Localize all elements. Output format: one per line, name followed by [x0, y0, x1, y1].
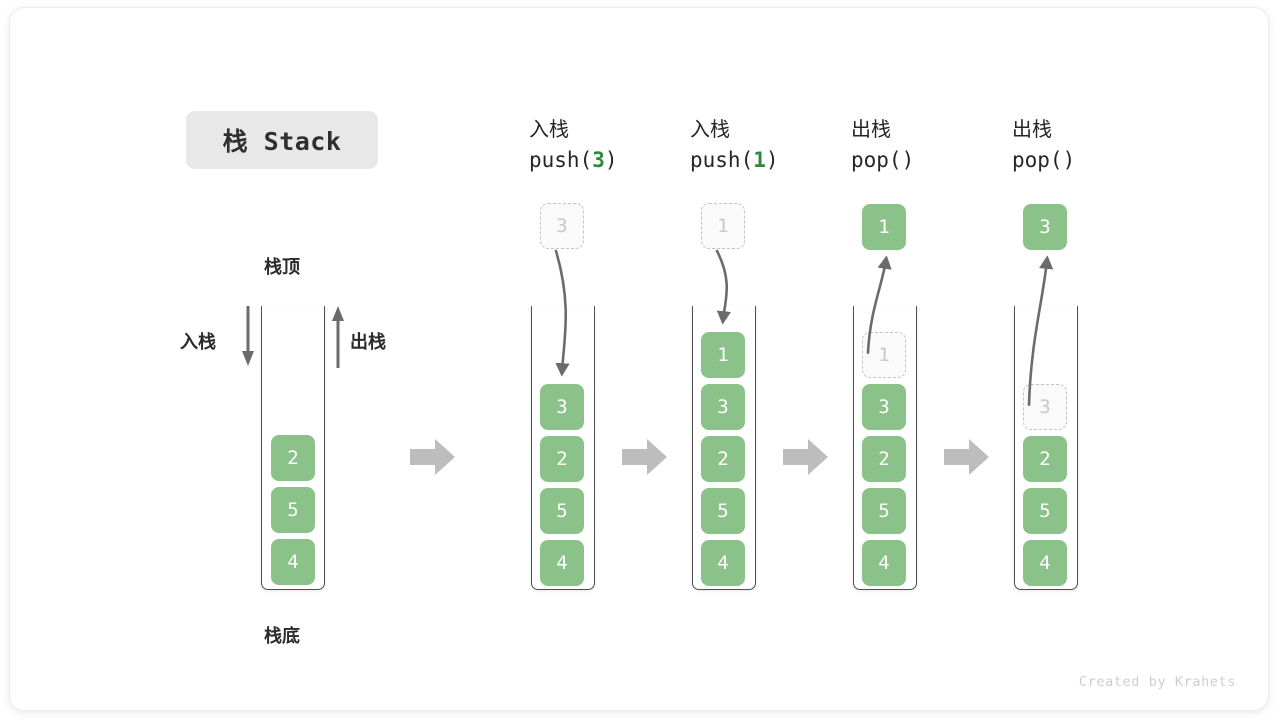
stack-cell: 2 [1023, 436, 1067, 482]
step-header-push-1: 入栈 push(1) [690, 114, 860, 176]
transition-arrow-icon-4 [944, 436, 990, 478]
pop-label: 出栈 [350, 332, 386, 353]
signature-call: pop( [1012, 148, 1063, 172]
step-header-push-3: 入栈 push(3) [529, 114, 699, 176]
stack-cell: 5 [271, 487, 315, 533]
pop-direction-arrow-icon [328, 306, 348, 368]
stack-cell-ghost: 1 [862, 332, 906, 378]
signature-call: push( [529, 148, 593, 172]
stack-cell: 5 [540, 488, 584, 534]
incoming-element: 1 [701, 203, 745, 249]
signature-close-paren: ) [765, 148, 779, 172]
step-operation-name: 入栈 [690, 117, 730, 141]
stack-cell: 4 [701, 540, 745, 586]
step-operation-signature: push(1) [690, 144, 860, 176]
stack-cell: 3 [862, 384, 906, 430]
step-operation-signature: pop() [1012, 144, 1182, 176]
step-operation-signature: pop() [851, 144, 1021, 176]
signature-argument: 3 [592, 148, 605, 172]
reference-stack-container: 2 5 4 [261, 306, 325, 590]
stack-bottom-label: 栈底 [264, 626, 300, 647]
signature-call: pop( [851, 148, 902, 172]
popped-element: 3 [1023, 204, 1067, 250]
stack-cell: 4 [540, 540, 584, 586]
stack-cell: 2 [271, 435, 315, 481]
step-operation-signature: push(3) [529, 144, 699, 176]
stack-cell: 1 [701, 332, 745, 378]
stack-cell-ghost: 3 [1023, 384, 1067, 430]
stack-top-label: 栈顶 [264, 257, 300, 278]
transition-arrow-icon-3 [783, 436, 829, 478]
watermark: Created by Krahets [1078, 674, 1236, 690]
stack-cell: 4 [271, 539, 315, 585]
page-title: 栈 Stack [222, 127, 342, 156]
stack-cell: 3 [540, 384, 584, 430]
stack-cell: 3 [701, 384, 745, 430]
push-direction-arrow-icon [238, 306, 258, 368]
transition-arrow-icon-2 [622, 436, 668, 478]
signature-close-paren: ) [604, 148, 618, 172]
stack-cell: 2 [540, 436, 584, 482]
stack-cell: 5 [1023, 488, 1067, 534]
stack-cell: 5 [701, 488, 745, 534]
transition-arrow-icon-1 [410, 436, 456, 478]
stack-cell: 5 [862, 488, 906, 534]
push-label: 入栈 [180, 332, 216, 353]
signature-close-paren: ) [901, 148, 915, 172]
stack-cell: 4 [1023, 540, 1067, 586]
signature-close-paren: ) [1062, 148, 1076, 172]
step-operation-name: 入栈 [529, 117, 569, 141]
step-header-pop-1: 出栈 pop() [851, 114, 1021, 176]
signature-call: push( [690, 148, 754, 172]
stack-cell: 2 [862, 436, 906, 482]
incoming-element: 3 [540, 203, 584, 249]
stack-cell: 2 [701, 436, 745, 482]
stack-cell: 4 [862, 540, 906, 586]
step-header-pop-2: 出栈 pop() [1012, 114, 1182, 176]
step-operation-name: 出栈 [851, 117, 891, 141]
popped-element: 1 [862, 204, 906, 250]
step-operation-name: 出栈 [1012, 117, 1052, 141]
signature-argument: 1 [753, 148, 766, 172]
title-chip: 栈 Stack [186, 111, 378, 169]
